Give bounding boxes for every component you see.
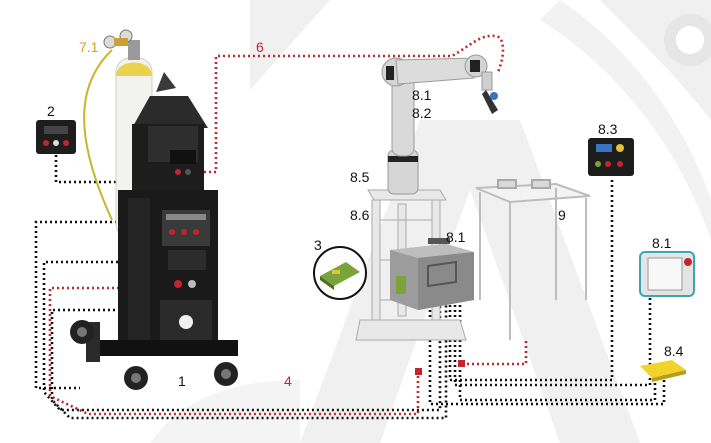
label-cable-4: 4 bbox=[284, 373, 292, 389]
wire-feeder bbox=[132, 72, 208, 190]
remote-box bbox=[36, 120, 76, 154]
label-robot-arm-a: 8.1 bbox=[412, 87, 432, 103]
label-work-table: 9 bbox=[558, 207, 566, 223]
robot-arm bbox=[381, 54, 498, 195]
red-cable-terminal bbox=[458, 360, 465, 367]
red-cables bbox=[48, 34, 528, 416]
work-table bbox=[475, 179, 591, 340]
label-control-panel: 8.3 bbox=[598, 121, 618, 137]
gas-regulator-icon bbox=[103, 29, 133, 49]
control-panel bbox=[588, 138, 634, 176]
interface-card bbox=[313, 246, 367, 300]
label-enable-switch: 8.4 bbox=[664, 343, 684, 359]
label-interface-card: 3 bbox=[314, 237, 322, 253]
label-robot-stand: 8.6 bbox=[350, 207, 370, 223]
label-gas-regulator: 7.1 bbox=[79, 39, 99, 55]
welder-power-source bbox=[86, 190, 238, 362]
label-welder: 1 bbox=[178, 373, 186, 389]
teach-pendant bbox=[639, 251, 695, 297]
label-remote-box: 2 bbox=[47, 103, 55, 119]
background-shapes bbox=[150, 0, 711, 443]
robot-controller bbox=[390, 238, 474, 310]
label-cable-6: 6 bbox=[256, 39, 264, 55]
label-controller-unit: 8.1 bbox=[446, 229, 466, 245]
welder-wheels bbox=[70, 320, 238, 390]
label-robot-arm-b: 8.2 bbox=[412, 105, 432, 121]
black-cables bbox=[34, 150, 666, 420]
red-cable-terminal bbox=[415, 368, 422, 375]
gas-hose bbox=[83, 49, 113, 221]
label-teach-pendant: 8.1 bbox=[652, 235, 672, 251]
label-mount-plate: 8.5 bbox=[350, 169, 370, 185]
enable-switch bbox=[640, 360, 686, 382]
